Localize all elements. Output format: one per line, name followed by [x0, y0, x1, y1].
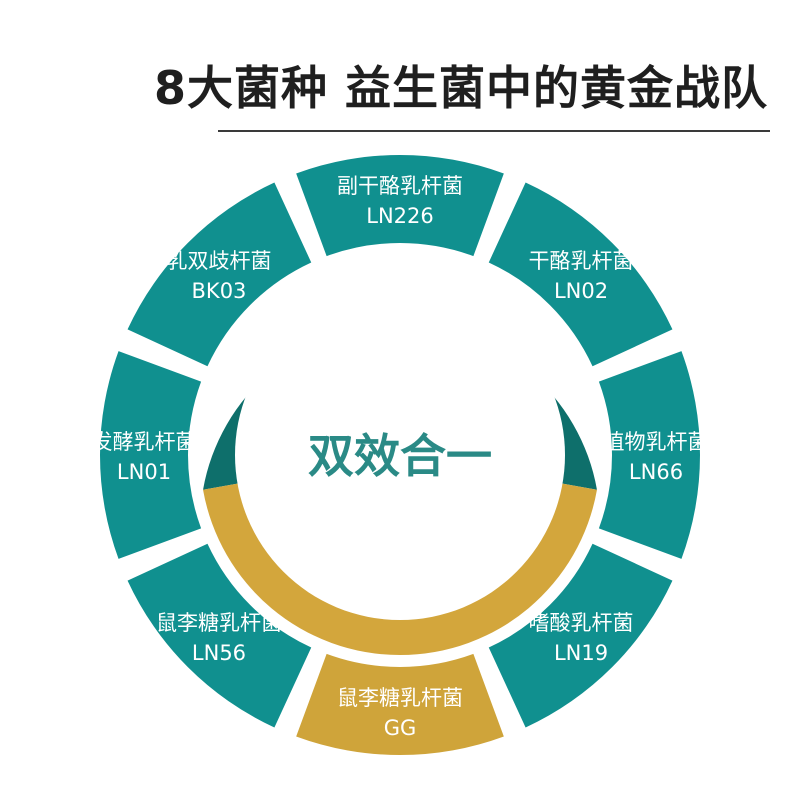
segment-7: 发酵乳杆菌 LN01: [92, 351, 202, 559]
center-label: 双效合一: [308, 429, 492, 483]
segment-name: 鼠李糖乳杆菌: [337, 686, 463, 710]
segment-2: 干酪乳杆菌 LN02: [488, 182, 673, 367]
segment-shape: [127, 182, 312, 367]
segment-shape: [488, 543, 673, 728]
segment-shape: [296, 154, 504, 257]
segment-6: 鼠李糖乳杆菌 LN56: [127, 543, 312, 728]
segment-shape: [127, 543, 312, 728]
segment-3: 植物乳杆菌 LN66: [598, 351, 709, 559]
segment-shape: [598, 351, 700, 559]
segment-code: LN226: [366, 204, 434, 228]
segment-name: 嗜酸乳杆菌: [529, 611, 634, 635]
segments-layer: 副干酪乳杆菌 LN226 干酪乳杆菌 LN02 植物乳杆菌 LN66 嗜酸乳杆菌 LN19 鼠李…: [92, 154, 709, 755]
segment-code: LN19: [554, 641, 608, 665]
segment-5: 鼠李糖乳杆菌 GG: [296, 653, 504, 755]
segment-4: 嗜酸乳杆菌 LN19: [488, 543, 673, 728]
segment-code: BK03: [192, 279, 247, 303]
segment-name: 乳双歧杆菌: [166, 249, 271, 273]
segment-name: 干酪乳杆菌: [529, 249, 634, 273]
segment-shape: [488, 182, 673, 367]
segment-code: LN02: [554, 279, 608, 303]
segment-shape: [296, 653, 504, 755]
segment-code: LN01: [117, 460, 171, 484]
segment-shape: [99, 351, 202, 559]
segment-name: 植物乳杆菌: [604, 430, 709, 454]
segment-code: LN56: [192, 641, 246, 665]
segment-name: 副干酪乳杆菌: [337, 174, 463, 198]
page-title: 8大菌种 益生菌中的黄金战队: [153, 61, 768, 115]
segment-name: 鼠李糖乳杆菌: [156, 611, 282, 635]
segment-name: 发酵乳杆菌: [92, 430, 197, 454]
inner-ring: 助消化助排便 调理肠道菌群: [203, 285, 597, 655]
segment-code: GG: [384, 716, 417, 740]
center-disc: [235, 290, 565, 620]
segment-8: 乳双歧杆菌 BK03: [127, 182, 312, 367]
segment-code: LN66: [629, 460, 683, 484]
ring-bottom-arc: [203, 482, 597, 655]
segment-1: 副干酪乳杆菌 LN226: [296, 154, 504, 257]
title-divider: [218, 130, 770, 132]
